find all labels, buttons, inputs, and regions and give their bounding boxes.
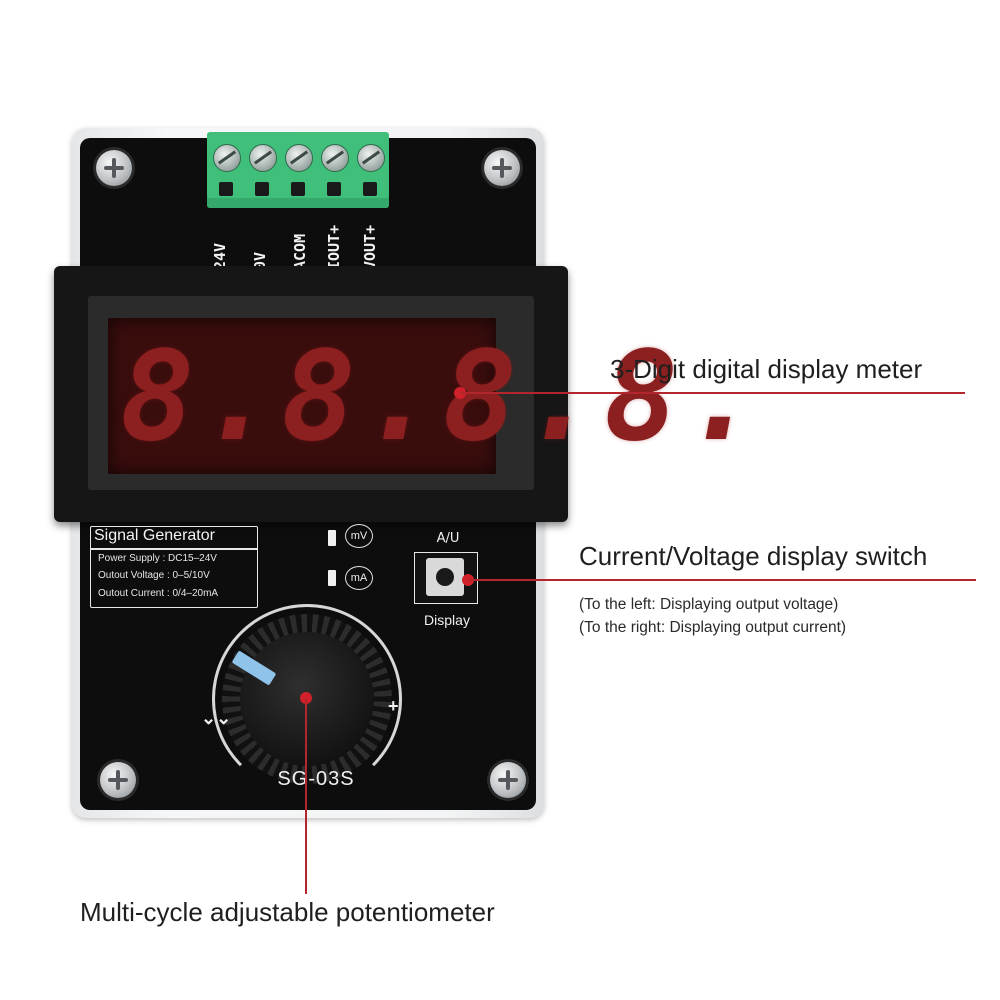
mv-indicator: mV <box>345 524 373 548</box>
terminal-slot <box>363 182 377 196</box>
terminal-slot <box>219 182 233 196</box>
switch-button[interactable] <box>436 568 454 586</box>
spec-row-current: Outout Current : 0/4–20mA <box>98 588 219 599</box>
spec-divider <box>90 548 258 550</box>
terminal-label-iout: IOUT+ <box>325 224 343 270</box>
terminal-slot <box>255 182 269 196</box>
knob-scale-ring <box>212 604 402 794</box>
terminal-slot <box>291 182 305 196</box>
corner-screw-icon <box>96 150 132 186</box>
corner-screw-icon <box>484 150 520 186</box>
callout-switch-note-left: (To the left: Displaying output voltage) <box>579 596 839 613</box>
terminal-screw <box>321 144 349 172</box>
corner-screw-icon <box>100 762 136 798</box>
decrease-icon: ⌄⌄ <box>201 708 232 728</box>
mv-led <box>328 530 336 546</box>
terminal-screw <box>213 144 241 172</box>
switch-display-label: Display <box>424 612 470 628</box>
increase-icon: + <box>388 696 399 716</box>
model-number: SG-03S <box>277 768 355 790</box>
ma-led <box>328 570 336 586</box>
terminal-screw <box>357 144 385 172</box>
spec-label <box>90 526 258 608</box>
spec-row-voltage: Outout Voltage : 0–5/10V <box>98 570 210 581</box>
display-digits: 8.8.8.8. <box>120 325 766 469</box>
display-callout-line <box>460 392 965 394</box>
spec-row-power: Power Supply : DC15–24V <box>98 553 217 564</box>
terminal-label-24v: 24V <box>211 242 229 270</box>
corner-screw-icon <box>490 762 526 798</box>
terminal-label-acom: ACOM <box>291 233 309 270</box>
led-display <box>108 318 496 474</box>
terminal-label-vout: VOUT+ <box>361 224 379 270</box>
ma-indicator: mA <box>345 566 373 590</box>
terminal-screw <box>249 144 277 172</box>
switch-callout-line <box>468 579 976 581</box>
terminal-block <box>207 132 389 208</box>
terminal-label-0v: 0V <box>251 251 269 270</box>
callout-potentiometer: Multi-cycle adjustable potentiometer <box>80 897 495 927</box>
callout-switch-note-right: (To the right: Displaying output current… <box>579 619 847 636</box>
terminal-slot <box>327 182 341 196</box>
switch-mode-label: A/U <box>436 531 460 546</box>
terminal-screw <box>285 144 313 172</box>
spec-title: Signal Generator <box>94 527 215 544</box>
callout-display-meter: 3-Digit digital display meter <box>610 354 923 384</box>
knob-callout-line <box>305 698 307 894</box>
callout-switch: Current/Voltage display switch <box>579 541 928 571</box>
